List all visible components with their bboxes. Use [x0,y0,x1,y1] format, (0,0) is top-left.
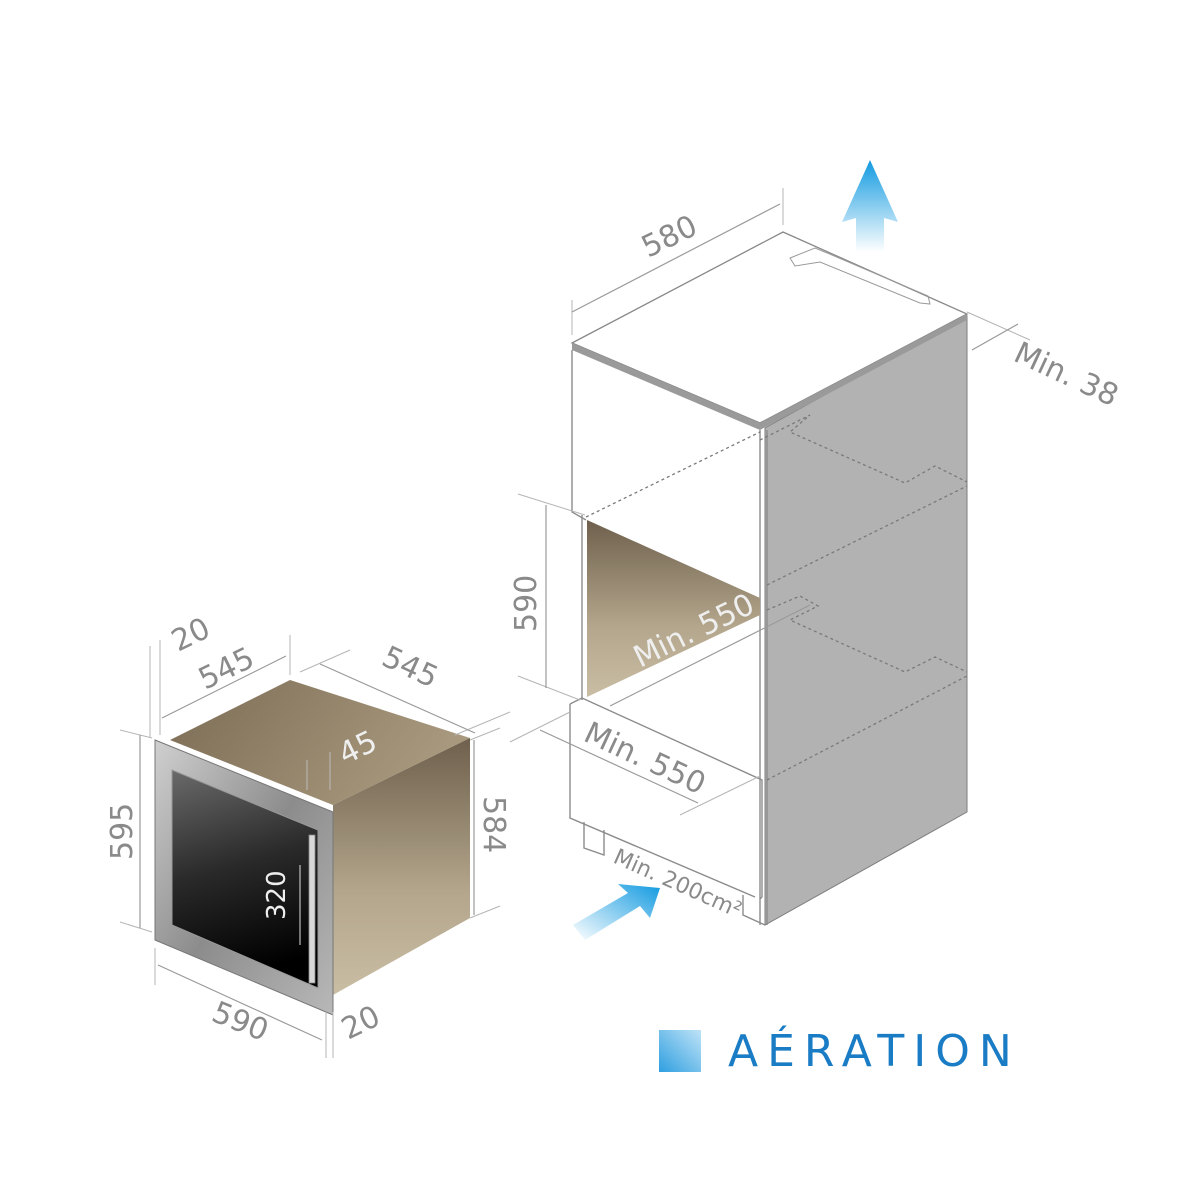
cabinet-dimensions [509,188,1031,816]
appliance-frame-depth-top-label: 20 [166,611,216,659]
cabinet-top-gap-label: Min. 38 [1009,336,1124,414]
cabinet-niche-width-label: Min. 550 [579,716,711,802]
appliance-side [333,738,470,995]
appliance-side-depth-label: 545 [377,640,444,696]
cabinet-niche [587,520,760,697]
appliance-depth-top-label: 545 [193,641,260,698]
legend-label: AÉRATION [728,1024,1021,1077]
airflow-out-arrow-icon [842,160,898,252]
appliance-width-front-label: 590 [207,995,273,1049]
cabinet-niche-height-label: 590 [509,575,544,632]
cabinet-depth-top-label: 580 [636,209,703,266]
appliance-dimensions [119,635,511,1058]
appliance [154,680,470,1016]
legend-swatch [659,1030,701,1072]
door-handle [308,834,316,984]
appliance-height-body-label: 584 [476,796,511,853]
appliance-glass-door [171,769,319,989]
appliance-handle-length-label: 320 [262,870,292,920]
appliance-height-front-label: 595 [105,803,140,860]
appliance-top [170,680,470,805]
airflow-in-arrow-icon [573,884,660,940]
cabinet [569,231,969,926]
appliance-frame-depth-bottom-label: 20 [336,999,386,1047]
top-vent-slot [789,247,931,305]
